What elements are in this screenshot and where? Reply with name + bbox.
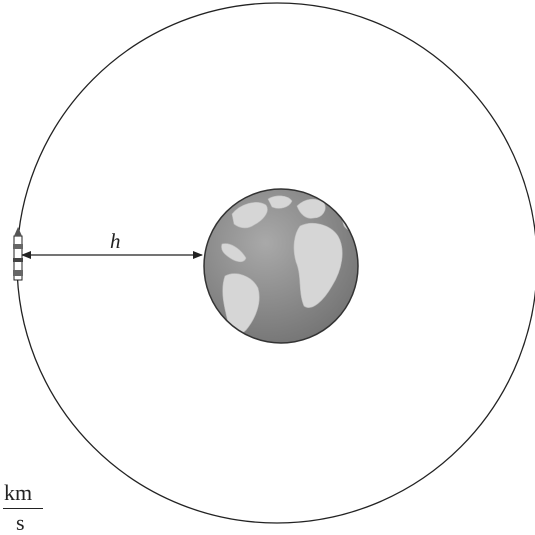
distance-label: h (110, 229, 121, 253)
unit-denominator: s (16, 510, 25, 535)
satellite-icon (13, 227, 23, 281)
fraction-bar (3, 508, 43, 509)
unit-numerator: km (4, 480, 33, 505)
earth-globe-icon (203, 188, 359, 344)
